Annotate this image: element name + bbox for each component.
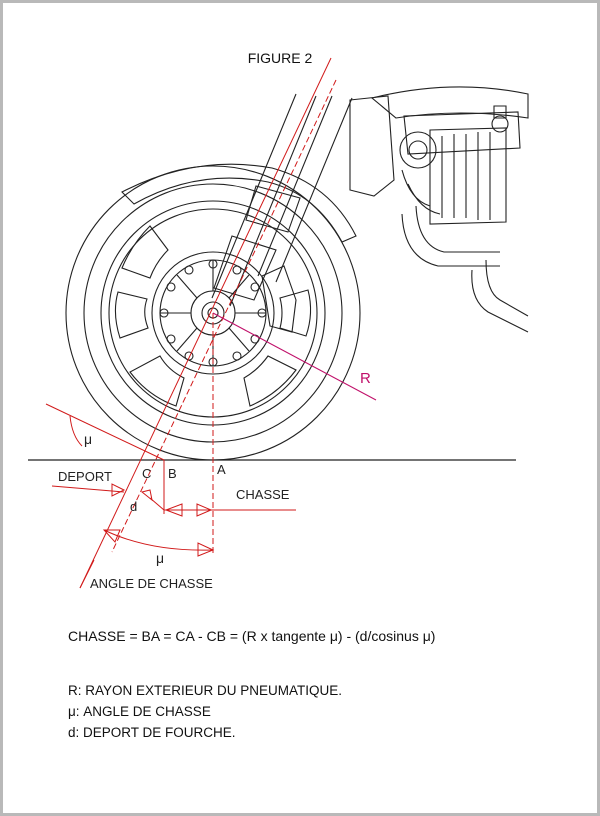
radius-r-line xyxy=(212,312,377,401)
mu-reference-line xyxy=(45,403,165,461)
label-angle-de-chasse: ANGLE DE CHASSE xyxy=(90,576,213,591)
label-c: C xyxy=(142,466,151,481)
motorcycle-drawing xyxy=(65,86,529,461)
legend: R: RAYON EXTERIEUR DU PNEUMATIQUE. μ: AN… xyxy=(68,680,342,743)
mu-angle-arc xyxy=(103,529,214,551)
label-b: B xyxy=(168,466,177,481)
legend-item-r: R: RAYON EXTERIEUR DU PNEUMATIQUE. xyxy=(68,683,343,698)
label-a: A xyxy=(217,462,226,477)
label-d: d xyxy=(130,499,137,514)
brake-disc-outer xyxy=(151,251,275,375)
front-fork xyxy=(211,93,353,307)
label-deport: DEPORT xyxy=(58,469,112,484)
label-r: R xyxy=(360,370,371,387)
label-chasse: CHASSE xyxy=(236,487,290,502)
deport-leader xyxy=(51,485,125,493)
legend-item-d: d: DEPORT DE FOURCHE. xyxy=(68,725,236,740)
chasse-arrow-left xyxy=(164,503,183,517)
fuel-tank xyxy=(370,86,529,119)
mu-ground-arc xyxy=(69,415,83,447)
label-mu-top: μ xyxy=(84,431,92,447)
hub-spokes xyxy=(160,260,266,366)
label-mu-bottom: μ xyxy=(156,550,164,566)
fork-axis-dashed xyxy=(111,79,337,553)
front-mudguard xyxy=(121,163,357,243)
steering-axis xyxy=(79,57,332,589)
chasse-arrow-right xyxy=(196,503,213,517)
geometry-annotations xyxy=(45,57,337,589)
d-arrow xyxy=(140,489,153,502)
engine-block xyxy=(399,105,521,225)
exhaust-pipes xyxy=(401,205,529,333)
mu-arrow-right xyxy=(197,542,215,557)
caster-formula: CHASSE = BA = CA - CB = (R x tangente μ)… xyxy=(68,628,436,644)
brake-caliper xyxy=(261,265,297,333)
figure-title: FIGURE 2 xyxy=(247,50,313,66)
deport-arrow xyxy=(111,483,126,497)
legend-item-mu: μ: ANGLE DE CHASSE xyxy=(68,704,211,719)
angle-leader xyxy=(79,559,95,589)
mu-arrow-left xyxy=(102,529,121,543)
headlight-panel xyxy=(349,95,395,197)
wheel-cutouts xyxy=(114,225,312,407)
